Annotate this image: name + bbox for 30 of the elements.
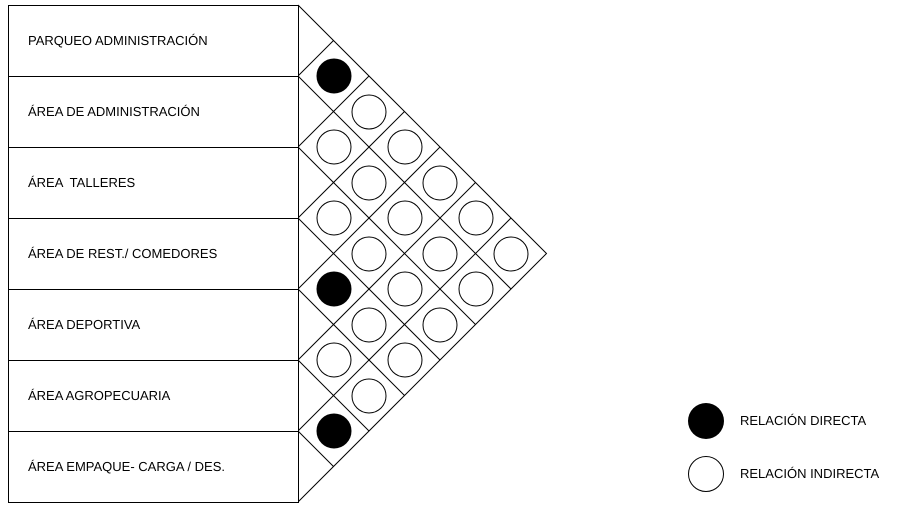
open-circle: [351, 236, 387, 272]
open-circle: [422, 306, 458, 342]
open-circle: [386, 129, 422, 165]
open-circle: [351, 94, 387, 130]
open-circle: [422, 164, 458, 200]
area-box: PARQUEO ADMINISTRACIÓN: [8, 5, 299, 77]
open-circle: [458, 200, 494, 236]
open-circle: [351, 306, 387, 342]
filled-circle: [316, 413, 352, 449]
legend-label: RELACIÓN DIRECTA: [740, 412, 866, 430]
filled-circle: [316, 58, 352, 94]
open-circle: [351, 378, 387, 414]
area-box: ÁREA EMPAQUE- CARGA / DES.: [8, 431, 299, 503]
legend-label: RELACIÓN INDIRECTA: [740, 465, 880, 484]
area-box: ÁREA AGROPECUARIA: [8, 360, 299, 432]
open-circle: [316, 129, 352, 165]
open-circle: [422, 236, 458, 272]
open-circle: [458, 271, 494, 307]
open-circle: [351, 164, 387, 200]
open-circle: [386, 200, 422, 236]
area-box: ÁREA DE REST./ COMEDORES: [8, 218, 299, 290]
area-box: ÁREA DEPORTIVA: [8, 289, 299, 361]
open-circle: [386, 342, 422, 378]
filled-circle: [316, 271, 352, 307]
open-circle: [316, 200, 352, 236]
area-box: ÁREA TALLERES: [8, 147, 299, 219]
open-circle: [493, 236, 529, 272]
open-circle: [386, 271, 422, 307]
area-box: ÁREA DE ADMINISTRACIÓN: [8, 76, 299, 148]
open-circle: [316, 342, 352, 378]
